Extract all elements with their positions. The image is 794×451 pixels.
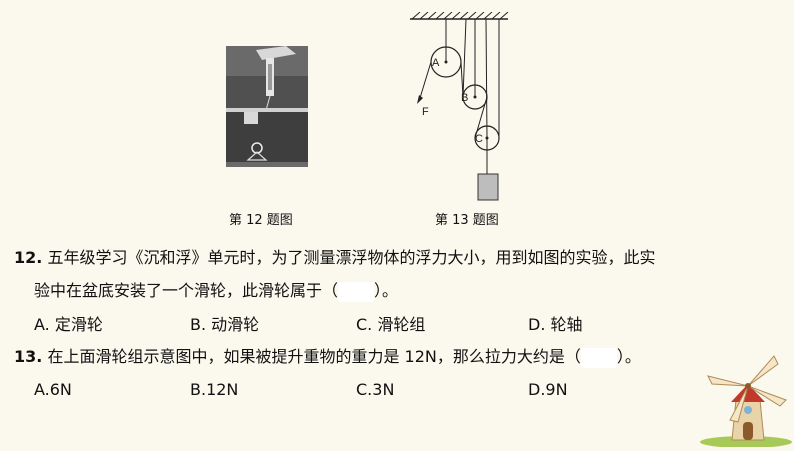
question-13-text-before-blank: 在上面滑轮组示意图中，如果被提升重物的重力是 12N，那么拉力大约是（ bbox=[47, 347, 581, 366]
question-13-text-after-blank: ）。 bbox=[616, 347, 641, 366]
question-12-line-2: 验中在盆底安装了一个滑轮，此滑轮属于（ ）。 bbox=[34, 281, 398, 302]
option-13-a[interactable]: A.6N bbox=[34, 380, 72, 399]
windmill-decoration-icon bbox=[698, 352, 794, 448]
label-pulley-c: C bbox=[475, 133, 483, 145]
option-13-d[interactable]: D.9N bbox=[528, 380, 568, 399]
figure-13-pulley-diagram: A B C F bbox=[408, 11, 510, 204]
question-12-line-1: 12. 五年级学习《沉和浮》单元时，为了测量漂浮物体的浮力大小，用到如图的实验，… bbox=[14, 248, 655, 268]
option-12-d[interactable]: D. 轮轴 bbox=[528, 315, 583, 334]
question-12-text: 五年级学习《沉和浮》单元时，为了测量漂浮物体的浮力大小，用到如图的实验，此实 bbox=[47, 248, 656, 267]
option-12-a[interactable]: A. 定滑轮 bbox=[34, 315, 103, 334]
question-12-text-after-blank: ）。 bbox=[374, 281, 399, 300]
figure-12-caption: 第 12 题图 bbox=[229, 213, 293, 228]
question-12-number: 12. bbox=[14, 248, 43, 267]
option-13-b[interactable]: B.12N bbox=[190, 380, 239, 399]
figure-13-caption: 第 13 题图 bbox=[435, 213, 499, 228]
answer-blank-13[interactable] bbox=[580, 347, 617, 368]
label-force-f: F bbox=[422, 106, 429, 118]
option-12-b[interactable]: B. 动滑轮 bbox=[190, 315, 260, 334]
question-12-text-before-blank: 验中在盆底安装了一个滑轮，此滑轮属于（ bbox=[34, 281, 339, 300]
label-pulley-b: B bbox=[461, 92, 468, 104]
option-13-c[interactable]: C.3N bbox=[356, 380, 395, 399]
answer-blank-12[interactable] bbox=[338, 281, 375, 302]
question-13-line-1: 13. 在上面滑轮组示意图中，如果被提升重物的重力是 12N，那么拉力大约是（ ）… bbox=[14, 347, 641, 368]
figure-12-photo bbox=[226, 46, 308, 167]
label-pulley-a: A bbox=[432, 57, 440, 69]
option-12-c[interactable]: C. 滑轮组 bbox=[356, 315, 426, 334]
question-13-number: 13. bbox=[14, 347, 43, 366]
